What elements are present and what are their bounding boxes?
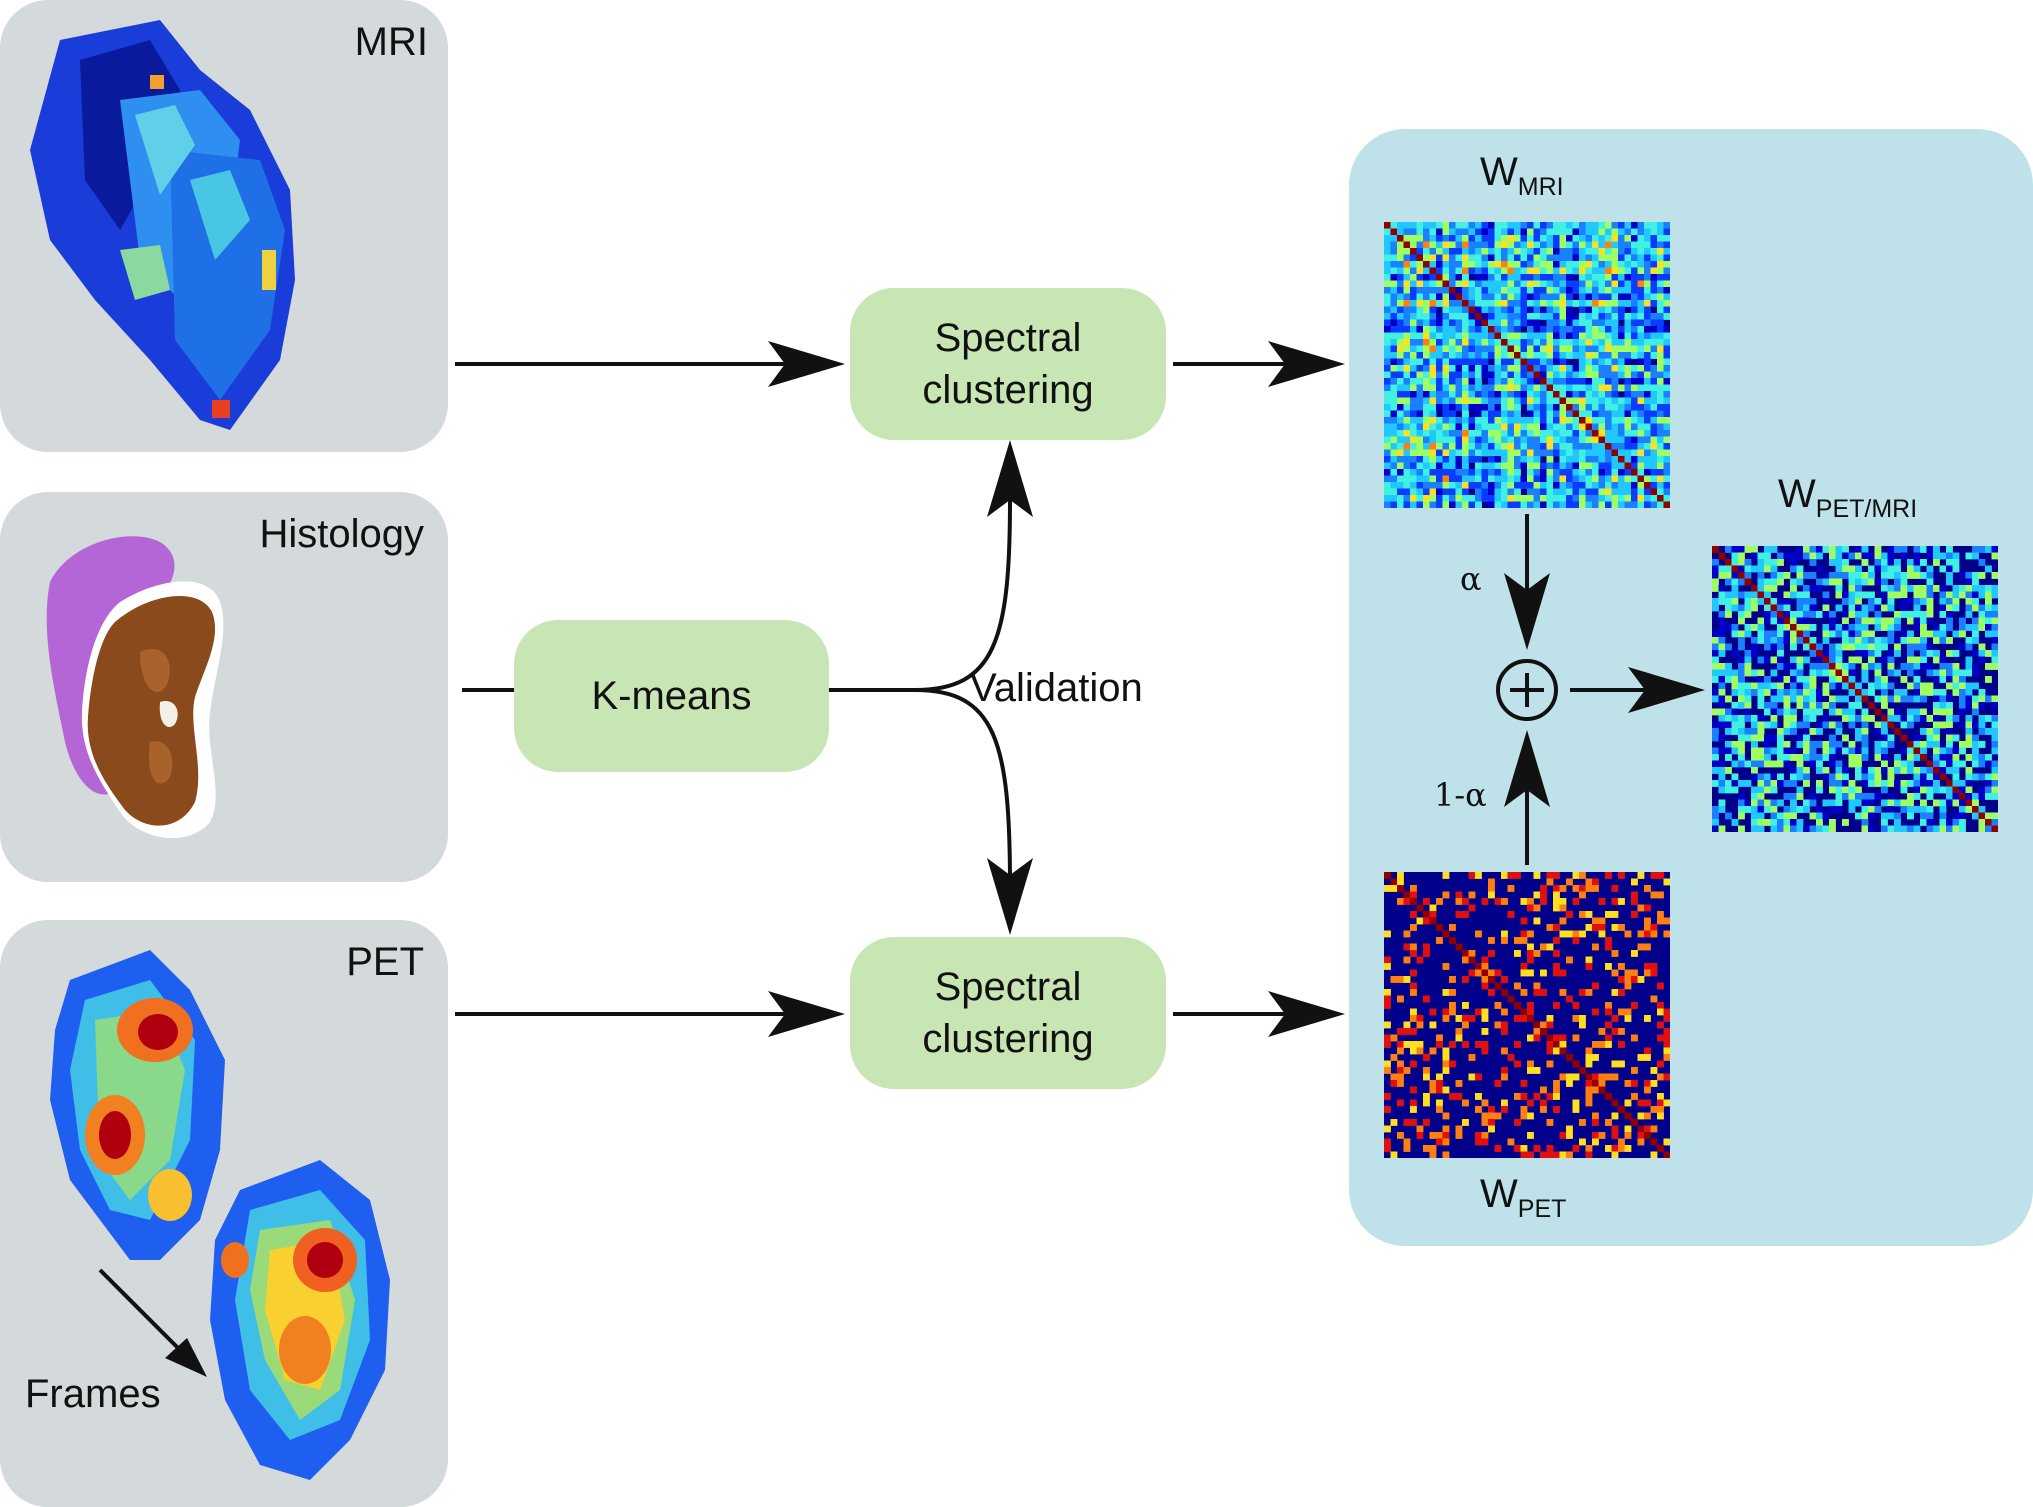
pet-panel: PET Frames (0, 920, 448, 1507)
w-pet-label: WPET (1480, 1172, 1567, 1223)
kmeans-label: K-means (591, 674, 752, 718)
w-mri-label: WMRI (1480, 150, 1564, 201)
pet-label: PET (346, 940, 424, 984)
spectral-clustering-pet-line1: Spectral (934, 965, 1082, 1009)
w-petmri-label: WPET/MRI (1778, 472, 1918, 523)
spectral-clustering-mri-line1: Spectral (934, 316, 1082, 360)
mri-label: MRI (354, 20, 428, 64)
pet-images (50, 950, 390, 1480)
mri-image (30, 20, 295, 430)
one-minus-alpha-weight-label: 1-α (1434, 776, 1487, 814)
w-petmri-matrix (1712, 546, 1998, 832)
spectral-clustering-pet-box: Spectral clustering (850, 937, 1166, 1089)
validation-label: Validation (970, 666, 1143, 710)
kmeans-box: K-means (514, 620, 829, 772)
alpha-weight-label: α (1460, 560, 1482, 598)
mri-panel: MRI (0, 0, 448, 452)
w-mri-matrix (1384, 222, 1670, 508)
spectral-clustering-pet-line2: clustering (922, 1017, 1094, 1061)
spectral-clustering-mri-box: Spectral clustering (850, 288, 1166, 440)
histology-panel: Histology (0, 492, 448, 882)
histology-image (46, 536, 224, 839)
spectral-clustering-mri-line2: clustering (922, 368, 1094, 412)
w-pet-matrix (1384, 872, 1670, 1158)
frames-label: Frames (25, 1372, 161, 1416)
histology-label: Histology (259, 512, 424, 556)
